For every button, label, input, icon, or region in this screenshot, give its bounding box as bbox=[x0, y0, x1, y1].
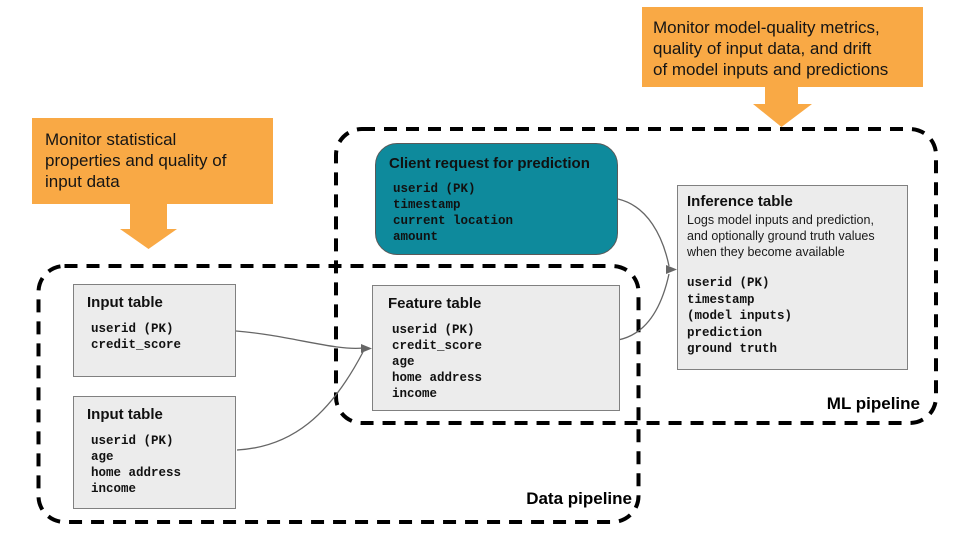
inference-table-box: Inference table Logs model inputs and pr… bbox=[677, 185, 908, 370]
feature-table-title: Feature table bbox=[388, 295, 482, 312]
input-table-2-title: Input table bbox=[87, 406, 163, 423]
callout-monitor-model-quality: Monitor model-quality metrics, quality o… bbox=[642, 7, 923, 87]
ml-pipeline-label: ML pipeline bbox=[826, 394, 920, 413]
input-table-1-title: Input table bbox=[87, 294, 163, 311]
input-table-2-box: Input table userid (PK) age home address… bbox=[73, 396, 236, 509]
down-arrow-right-callout bbox=[753, 87, 812, 127]
connector-client-to-inference bbox=[617, 198, 670, 267]
input-table-2-fields: userid (PK) age home address income bbox=[91, 434, 182, 496]
callout-monitor-statistical: Monitor statistical properties and quali… bbox=[32, 118, 273, 204]
connector-input1-to-feature bbox=[235, 330, 364, 350]
client-request-fields: userid (PK) timestamp current location a… bbox=[393, 182, 514, 244]
client-request-title: Client request for prediction bbox=[389, 155, 590, 172]
data-pipeline-boundary bbox=[36, 264, 641, 524]
ml-pipeline-boundary bbox=[334, 127, 938, 425]
input-table-1-fields: userid (PK) credit_score bbox=[91, 322, 182, 352]
feature-table-box: Feature table userid (PK) credit_score a… bbox=[372, 285, 620, 411]
connector-feature-to-inference bbox=[617, 273, 670, 341]
arrowhead-into-inference-table bbox=[666, 265, 677, 274]
input-table-1-box: Input table userid (PK) credit_score bbox=[73, 284, 236, 377]
down-arrow-left-callout bbox=[120, 204, 177, 249]
connector-input2-to-feature bbox=[236, 351, 364, 451]
feature-table-fields: userid (PK) credit_score age home addres… bbox=[392, 323, 483, 401]
arrowhead-into-feature-table bbox=[361, 344, 372, 353]
inference-table-title: Inference table bbox=[687, 193, 793, 210]
data-pipeline-label: Data pipeline bbox=[526, 489, 632, 508]
client-request-box: Client request for prediction userid (PK… bbox=[375, 143, 618, 255]
inference-table-fields: userid (PK) timestamp (model inputs) pre… bbox=[687, 276, 793, 356]
inference-table-description: Logs model inputs and prediction, and op… bbox=[687, 213, 875, 259]
